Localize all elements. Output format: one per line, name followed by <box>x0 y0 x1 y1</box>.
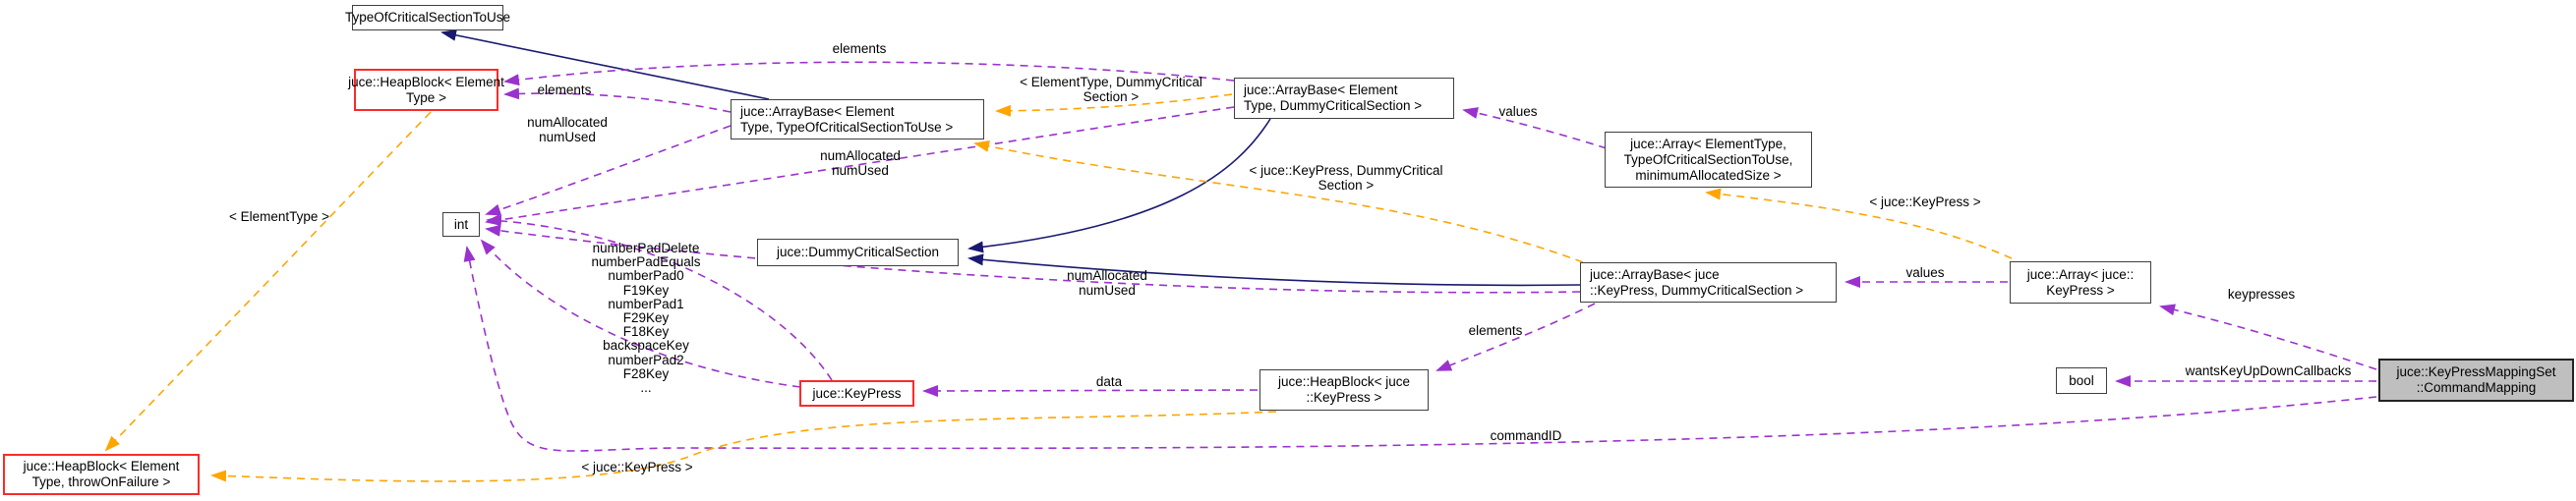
node-label: juce::HeapBlock< Element <box>348 74 504 89</box>
edge-label-keypresses: keypresses <box>2227 287 2296 302</box>
edge-numused-c <box>485 224 1581 294</box>
edge-label-data: data <box>1095 374 1123 389</box>
edge-values-array-et <box>1462 107 1608 149</box>
node-keypress[interactable]: juce::KeyPress <box>799 380 914 407</box>
edge-arraybase-et-dummy-inherits-dummycs <box>967 118 1271 253</box>
edge-tmpl-arraybase-kp-dummy <box>973 140 1584 263</box>
edge-tmpl-arraybase-et-dummy <box>995 93 1233 117</box>
edge-commandid <box>463 246 2377 452</box>
edge-label-elementtype: < ElementType > <box>228 209 330 224</box>
node-typeofcriticalsectiontouse[interactable]: TypeOfCriticalSectionToUse <box>345 5 510 30</box>
edge-tmpl-heapblock-et <box>104 111 432 452</box>
node-label: juce::HeapBlock< juce <box>1278 374 1410 389</box>
edge-keypresses <box>2159 304 2377 370</box>
edge-arraybase-kp-dummy-inherits-dummycs <box>967 253 1581 287</box>
node-label: int <box>453 216 469 232</box>
edge-elements-et-tocstu <box>503 87 732 113</box>
node-bool[interactable]: bool <box>2056 367 2107 394</box>
node-label: ::KeyPress, DummyCriticalSection > <box>1590 282 1804 298</box>
edge-label-commandid: commandID <box>1490 428 1562 443</box>
node-label: Type, DummyCriticalSection > <box>1244 98 1423 113</box>
edge-tmpl-heapblock-kp <box>210 411 1277 482</box>
node-label: ::KeyPress > <box>1306 390 1382 405</box>
node-label: Type, TypeOfCriticalSectionToUse > <box>740 119 954 135</box>
node-label: juce::Array< juce:: <box>2026 266 2135 282</box>
edge-label-elements-left: elements <box>537 83 592 97</box>
edge-label-wantskeyupdowncallbacks: wantsKeyUpDownCallbacks <box>2185 363 2352 378</box>
edge-label-keypad-members: numberPadDelete numberPadEquals numberPa… <box>591 241 701 396</box>
edge-label-keypress-template-bottom: < juce::KeyPress > <box>581 460 693 474</box>
node-label: juce::KeyPress <box>812 385 902 401</box>
node-array-elementtype-min[interactable]: juce::Array< ElementType, TypeOfCritical… <box>1605 132 1812 188</box>
edge-data <box>922 384 1259 397</box>
edge-numused-a <box>485 125 732 216</box>
node-label: juce::HeapBlock< Element <box>23 459 180 473</box>
node-label: juce::Array< ElementType, <box>1630 136 1786 151</box>
edge-label-elements-top: elements <box>832 41 887 56</box>
node-arraybase-elementtype-dummycs[interactable]: juce::ArrayBase< Element Type, DummyCrit… <box>1234 78 1454 119</box>
node-label: juce::KeyPressMappingSet <box>2396 364 2556 379</box>
node-label: KeyPress > <box>2046 282 2115 298</box>
node-arraybase-elementtype-tocstu[interactable]: juce::ArrayBase< Element Type, TypeOfCri… <box>731 99 984 139</box>
edge-tmpl-array-kp <box>1705 188 2013 259</box>
node-heapblock-throwonfailure[interactable]: juce::HeapBlock< Element Type, throwOnFa… <box>3 454 200 495</box>
node-label: TypeOfCriticalSectionToUse, <box>1623 151 1793 167</box>
node-commandmapping-target[interactable]: juce::KeyPressMappingSet ::CommandMappin… <box>2378 359 2574 402</box>
edge-label-values-2: values <box>1905 265 1945 280</box>
node-dummycriticalsection[interactable]: juce::DummyCriticalSection <box>757 239 959 266</box>
node-label: Type > <box>406 89 446 105</box>
node-label: Type, throwOnFailure > <box>31 474 171 489</box>
edge-label-elements-keypress: elements <box>1468 323 1523 338</box>
edge-label-keypress-template-top: < juce::KeyPress > <box>1869 195 1981 209</box>
edge-arraybase-et-tocstu-inherits-tocstu <box>440 28 770 100</box>
edge-label-values-1: values <box>1498 104 1538 119</box>
node-label: juce::DummyCriticalSection <box>776 245 940 259</box>
node-label: juce::ArrayBase< Element <box>1244 83 1398 97</box>
node-label: ::CommandMapping <box>2416 380 2537 395</box>
node-arraybase-keypress-dummycs[interactable]: juce::ArrayBase< juce ::KeyPress, DummyC… <box>1580 262 1837 303</box>
edge-elements-kp <box>1435 303 1596 371</box>
node-label: juce::ArrayBase< Element <box>740 103 895 119</box>
node-label: TypeOfCriticalSectionToUse <box>344 10 511 25</box>
node-array-keypress[interactable]: juce::Array< juce:: KeyPress > <box>2010 261 2151 304</box>
edge-keypress-int-members-1 <box>486 214 833 381</box>
node-heapblock-keypress[interactable]: juce::HeapBlock< juce ::KeyPress > <box>1259 369 1429 411</box>
node-label: minimumAllocatedSize > <box>1635 167 1782 183</box>
edge-keypress-int-members-2 <box>480 239 801 388</box>
node-int[interactable]: int <box>442 212 480 237</box>
edge-elements-et-dummy <box>503 61 1235 86</box>
node-label: bool <box>2069 372 2094 388</box>
node-label: juce::ArrayBase< juce <box>1590 266 1720 282</box>
node-heapblock-elementtype[interactable]: juce::HeapBlock< Element Type > <box>348 69 504 111</box>
edge-numused-b <box>485 106 1235 226</box>
